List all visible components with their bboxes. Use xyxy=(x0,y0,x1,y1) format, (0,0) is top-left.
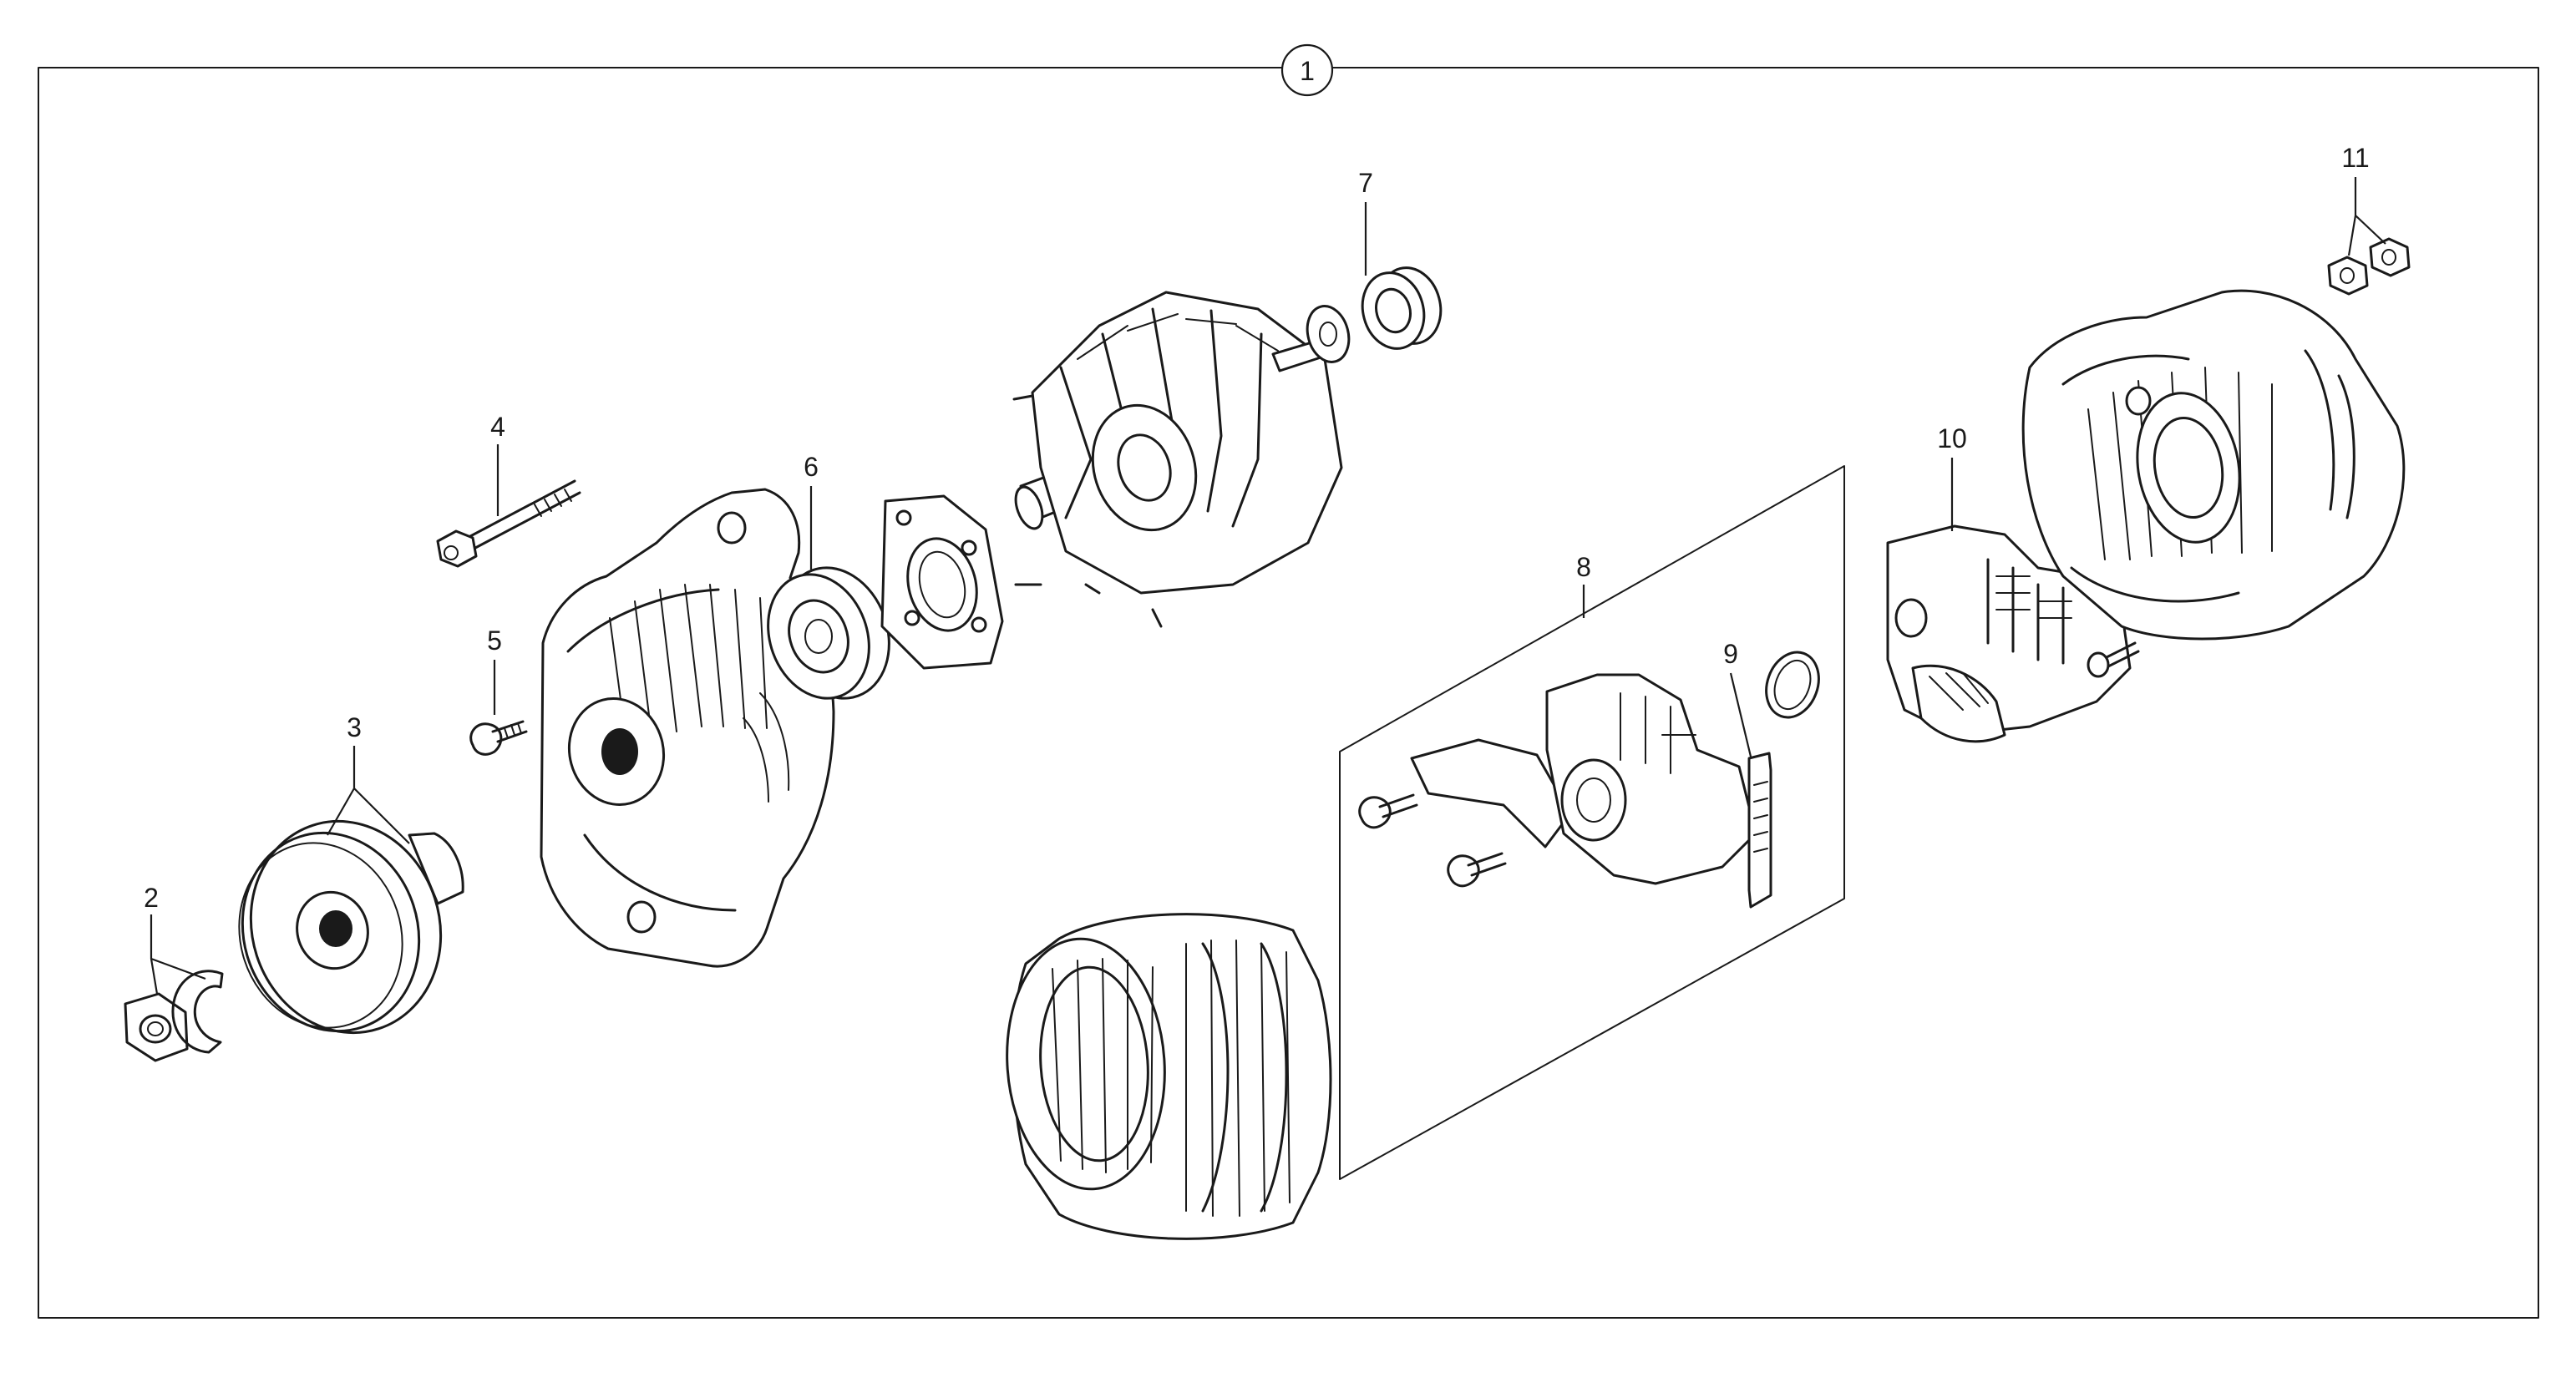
part-rear-bearing xyxy=(1306,266,1443,363)
leader-3 xyxy=(327,746,410,844)
part-pulley xyxy=(238,819,464,1035)
label-10: 10 xyxy=(1937,423,1967,453)
part-screw xyxy=(469,720,528,756)
label-11: 11 xyxy=(2341,143,2369,173)
part-brush xyxy=(1747,651,1820,909)
part-nut-washer xyxy=(124,970,224,1062)
label-3: 3 xyxy=(347,712,362,742)
label-8: 8 xyxy=(1576,552,1591,582)
part-through-bolt xyxy=(436,479,581,568)
part-front-housing xyxy=(540,488,835,968)
part-rotor xyxy=(1012,291,1348,628)
assembly-callout-circle xyxy=(1280,43,1334,97)
label-2: 2 xyxy=(144,883,159,913)
part-stator xyxy=(1006,913,1332,1240)
assembly-callout-label: 1 xyxy=(1300,56,1315,86)
label-9: 9 xyxy=(1723,639,1738,669)
part-rear-housing xyxy=(2021,289,2406,641)
leader-2 xyxy=(150,914,206,995)
part-terminal-nuts xyxy=(2327,237,2411,296)
regulator-group-box xyxy=(1339,465,1845,1180)
leader-11 xyxy=(2347,177,2386,256)
leader-9 xyxy=(1729,672,1752,757)
part-regulator xyxy=(1358,673,1757,888)
label-6: 6 xyxy=(804,452,819,482)
label-4: 4 xyxy=(490,412,505,442)
part-retainer-plate xyxy=(880,494,1004,670)
label-5: 5 xyxy=(487,626,502,656)
label-7: 7 xyxy=(1358,168,1373,198)
part-bearing xyxy=(767,566,890,700)
